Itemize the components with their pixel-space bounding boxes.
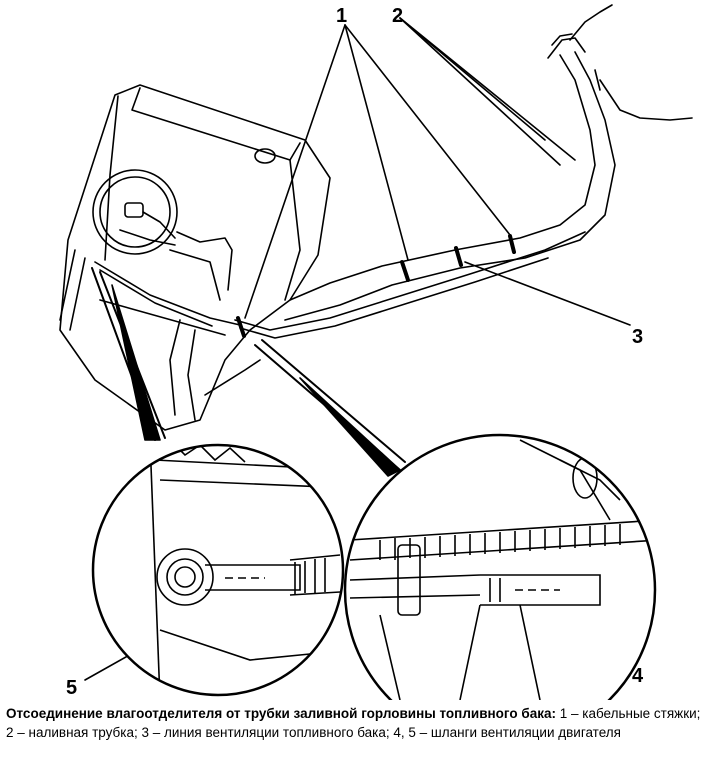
vent-line <box>234 231 586 331</box>
callout-3: 3 <box>632 326 643 348</box>
callout-2: 2 <box>392 5 403 27</box>
caption-title: Отсоединение влагоотделителя от трубки з… <box>6 706 556 721</box>
callout-1: 1 <box>336 5 347 27</box>
callout-5: 5 <box>66 677 77 699</box>
callout-4: 4 <box>632 665 644 687</box>
tank-body <box>59 84 331 431</box>
filler-pipe <box>289 54 596 301</box>
fuel-tank-diagram: 1 2 3 4 5 <box>59 4 693 700</box>
pump-flange <box>92 169 178 255</box>
detail-circle-right <box>343 433 657 700</box>
caption-text: 1 – кабельные стяжки; 2 – наливная трубк… <box>6 706 701 740</box>
detail-circle-left <box>91 443 345 697</box>
figure-caption: Отсоединение влагоотделителя от трубки з… <box>6 704 709 742</box>
